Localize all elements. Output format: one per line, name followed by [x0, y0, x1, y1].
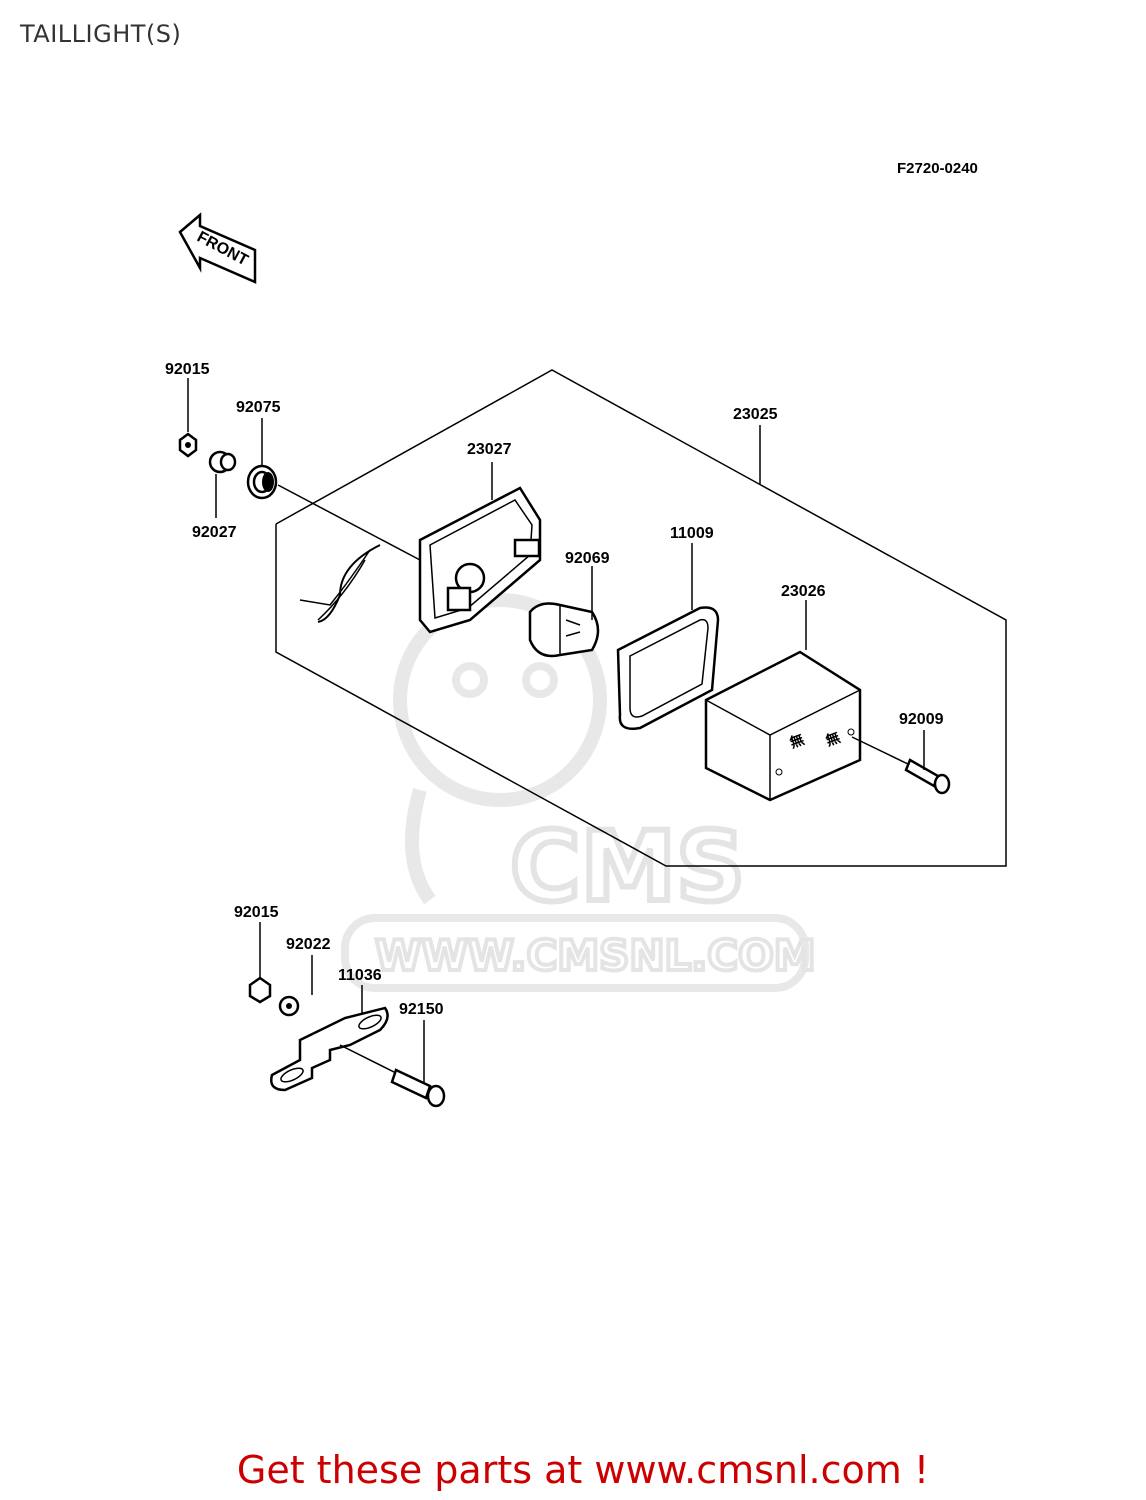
front-arrow-icon: FRONT [178, 212, 257, 284]
watermark-mascot-head [393, 593, 607, 807]
nut-92015-bottom [248, 976, 272, 1004]
svg-text:無: 無 [824, 729, 843, 749]
label-92022: 92022 [286, 936, 331, 953]
washer-92022 [278, 995, 300, 1017]
label-92015-top: 92015 [165, 361, 210, 378]
label-92075: 92075 [236, 399, 281, 416]
nut-92015-top [178, 432, 198, 458]
watermark-logo-text: CMS [510, 811, 745, 923]
lamp-housing-23027 [299, 486, 542, 634]
lens-23026: 無 無 [704, 650, 862, 802]
label-23025: 23025 [733, 406, 778, 423]
label-23026: 23026 [781, 583, 826, 600]
grommet-92075 [246, 464, 278, 500]
label-11036: 11036 [338, 967, 382, 984]
svg-text:無: 無 [788, 731, 807, 751]
watermark-mascot-eye [452, 662, 488, 698]
label-92027: 92027 [192, 524, 237, 541]
gasket-11009 [616, 606, 720, 730]
page-title: TAILLIGHT(S) [20, 20, 182, 48]
watermark-url-text: WWW.CMSNL.COM [375, 931, 816, 980]
label-92069: 92069 [565, 550, 610, 567]
bracket-11036 [270, 1006, 389, 1092]
footer-cta-link[interactable]: Get these parts at www.cmsnl.com ! [236, 1448, 930, 1492]
collar-92027 [208, 450, 237, 474]
watermark-mascot-eye [522, 662, 558, 698]
wire-guide-line [277, 484, 421, 561]
assembly-outline-23025 [275, 369, 1007, 867]
cmsnl-watermark: CMS WWW.CMSNL.COM [341, 593, 818, 992]
label-11009: 11009 [670, 525, 714, 542]
label-92009: 92009 [899, 711, 944, 728]
screw-92009 [851, 736, 951, 795]
diagram-reference: F2720-0240 [897, 160, 978, 177]
label-92015-bottom: 92015 [234, 904, 279, 921]
bulb-92069 [528, 602, 600, 658]
bolt-92150 [339, 1044, 446, 1108]
label-92150: 92150 [399, 1001, 444, 1018]
label-23027: 23027 [467, 441, 512, 458]
